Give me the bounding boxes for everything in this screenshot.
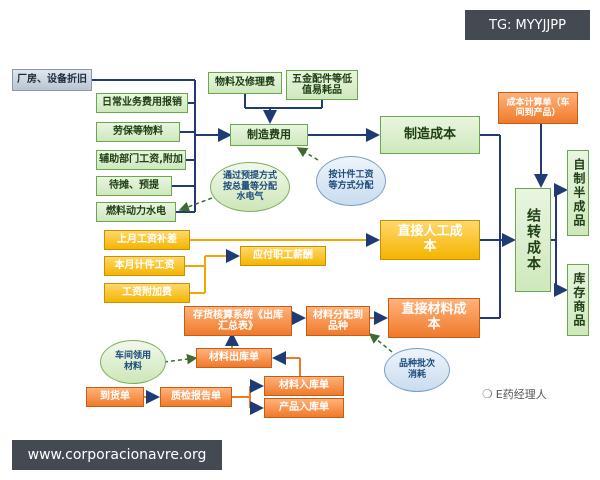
- node-direct-material: 直接材料成本: [388, 298, 480, 338]
- note-piece-wage-allocation: 按计件工资等方式分配: [316, 156, 386, 206]
- note-workshop-material: 车间领用材料: [100, 340, 166, 384]
- node-depreciation: 厂房、设备折旧: [12, 69, 92, 91]
- node-material-in: 材料入库单: [264, 376, 344, 396]
- node-arrival-note: 到货单: [86, 387, 144, 407]
- node-daily-expense: 日常业务费用报销: [96, 93, 188, 113]
- node-mfg-expense: 制造费用: [230, 124, 308, 146]
- node-inventory-goods: 库存商品: [567, 264, 589, 336]
- node-cost-calc-sheet: 成本计算单（车间到产品）: [498, 92, 578, 124]
- node-this-month-wage: 本月计件工资: [104, 256, 185, 276]
- node-product-in: 产品入库单: [264, 398, 344, 418]
- node-material-alloc: 材料分配到品种: [306, 306, 370, 336]
- brand-name: E药经理人: [495, 388, 547, 401]
- node-last-month-wage: 上月工资补差: [104, 230, 190, 250]
- site-watermark: www.corporacionavre.org: [12, 440, 222, 470]
- node-inventory-system: 存货核算系统《出库汇总表》: [184, 306, 292, 336]
- node-semi-finished: 自制半成品: [567, 150, 589, 236]
- note-batch-consumption: 品种批次消耗: [384, 348, 450, 392]
- node-wage-surcharge: 工资附加费: [104, 283, 190, 303]
- node-qc-report: 质检报告单: [160, 387, 232, 407]
- node-labor-protection: 劳保等物料: [96, 122, 180, 142]
- node-aux-wages: 辅助部门工资,附加: [96, 150, 186, 170]
- node-amortization: 待摊、预提: [96, 176, 172, 196]
- node-materials-repair: 物料及修理费: [208, 72, 282, 94]
- note-pre-allocation: 通过预提方式按总量等分配水电气: [210, 162, 290, 212]
- node-fuel-power: 燃料动力水电: [96, 202, 176, 222]
- brand-mark: ❍ E药经理人: [482, 386, 547, 402]
- node-hardware-parts: 五金配件等低值易耗品: [286, 70, 358, 100]
- node-payable-wages: 应付职工薪酬: [240, 246, 326, 266]
- node-material-out: 材料出库单: [196, 348, 272, 368]
- node-mfg-cost: 制造成本: [380, 116, 480, 154]
- node-transfer-cost: 结转成本: [515, 188, 551, 292]
- tag-watermark: TG: MYYJJPP: [465, 10, 590, 40]
- node-direct-labor: 直接人工成本: [380, 220, 480, 260]
- chat-bubble-icon: ❍: [482, 387, 493, 401]
